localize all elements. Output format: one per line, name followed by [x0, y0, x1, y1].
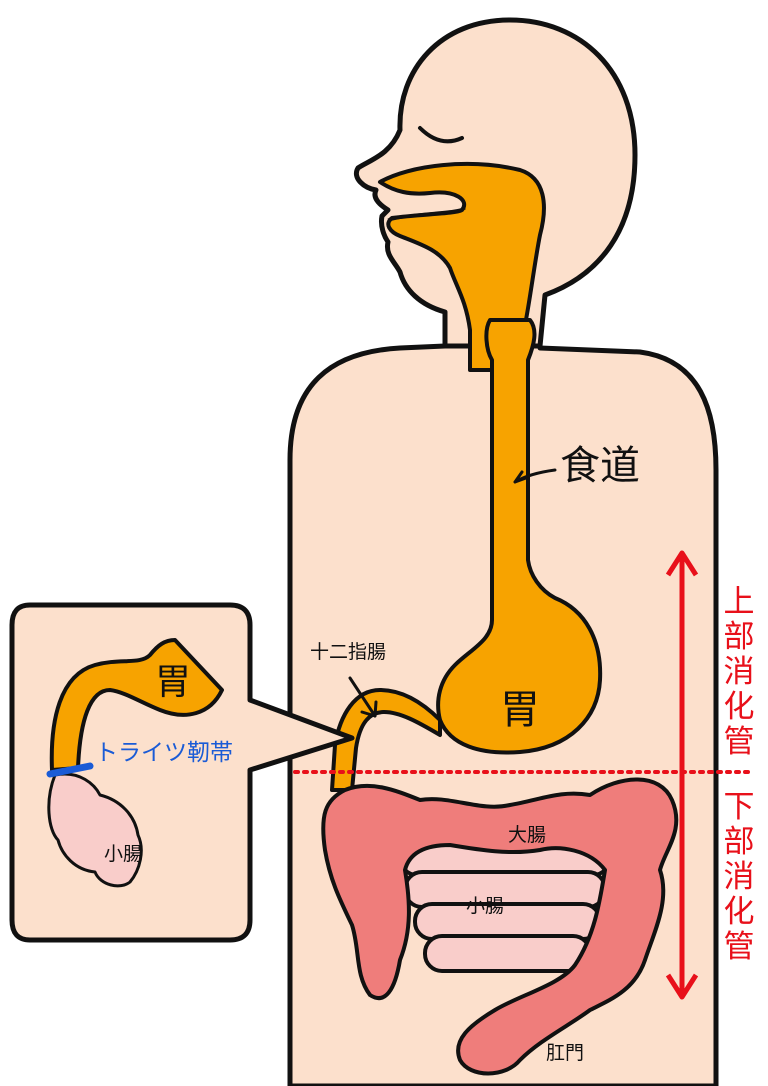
esophagus-label: 食道: [560, 443, 640, 489]
stomach-label: 胃: [500, 687, 540, 733]
eye: [418, 126, 464, 144]
inset-stomach-label: 胃: [155, 662, 192, 703]
inset-ligament-label: トライツ靭帯: [95, 740, 233, 766]
inset-small-intestine-label: 小腸: [104, 843, 143, 865]
esophagus-pointer-arrow: [513, 468, 557, 484]
lower-gi-tract-label: 下部消化管: [723, 789, 755, 965]
gi-range-arrow: [665, 550, 699, 1000]
large-intestine: [321, 777, 679, 1076]
small-intestine-loops: [398, 838, 612, 973]
small-intestine-label: 小腸: [466, 895, 505, 917]
esophagus-tube: [436, 318, 603, 755]
tongue: [387, 206, 466, 222]
duodenum-tube: [330, 688, 442, 792]
upper-gi-tract-label: 上部消化管: [723, 584, 755, 760]
anus-label: 肛門: [546, 1042, 585, 1064]
duodenum-label: 十二指腸: [310, 641, 387, 663]
large-intestine-label: 大腸: [508, 824, 547, 846]
ligament-of-treitz-band: [46, 762, 94, 778]
inset-small-intestine: [47, 772, 143, 888]
duodenum-pointer-arrow: [348, 676, 378, 718]
